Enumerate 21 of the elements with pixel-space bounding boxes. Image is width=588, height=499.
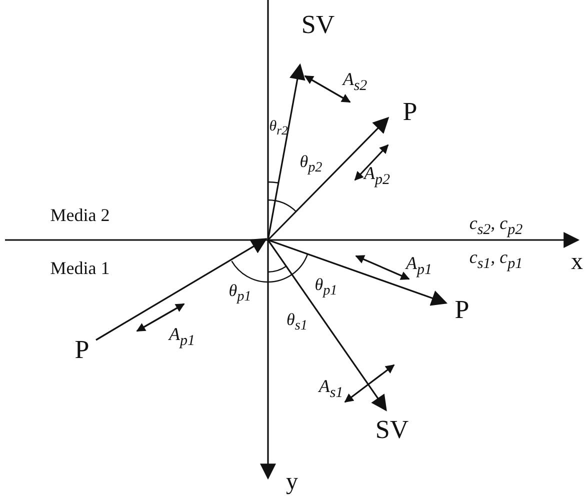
wave-label: P bbox=[402, 99, 418, 125]
axis-label: x bbox=[571, 250, 583, 274]
angle-label: θ$_{p1}$ bbox=[228, 282, 252, 304]
amplitude-label: A$_{s2}$ bbox=[342, 70, 368, 94]
wave-label: P bbox=[74, 337, 90, 363]
amplitude-label: A$_{s1}$ bbox=[318, 377, 344, 401]
axis-label: y bbox=[286, 470, 298, 494]
angle-label: θ$_{s1}$ bbox=[286, 311, 308, 333]
medium-label: Media 2 bbox=[50, 206, 110, 224]
angle-label: θ$_{p1}$ bbox=[314, 276, 338, 298]
velocity-label: c$_{s2}$, c$_{p2}$ bbox=[469, 214, 523, 238]
medium-label: Media 1 bbox=[50, 259, 110, 277]
velocity-label: c$_{s1}$, c$_{p1}$ bbox=[469, 248, 523, 272]
angle-label: θ$_{p2}$ bbox=[300, 153, 322, 175]
wave-label: SV bbox=[301, 12, 335, 38]
amplitude-label: A$_{p1}$ bbox=[406, 254, 432, 278]
angle-label: θ$_{r2}$ bbox=[269, 119, 288, 137]
amplitude-label: A$_{p1}$ bbox=[169, 325, 195, 349]
wave-label: SV bbox=[375, 417, 409, 443]
amplitude-label: A$_{p2}$ bbox=[364, 164, 390, 188]
wave-label: P bbox=[454, 297, 470, 323]
